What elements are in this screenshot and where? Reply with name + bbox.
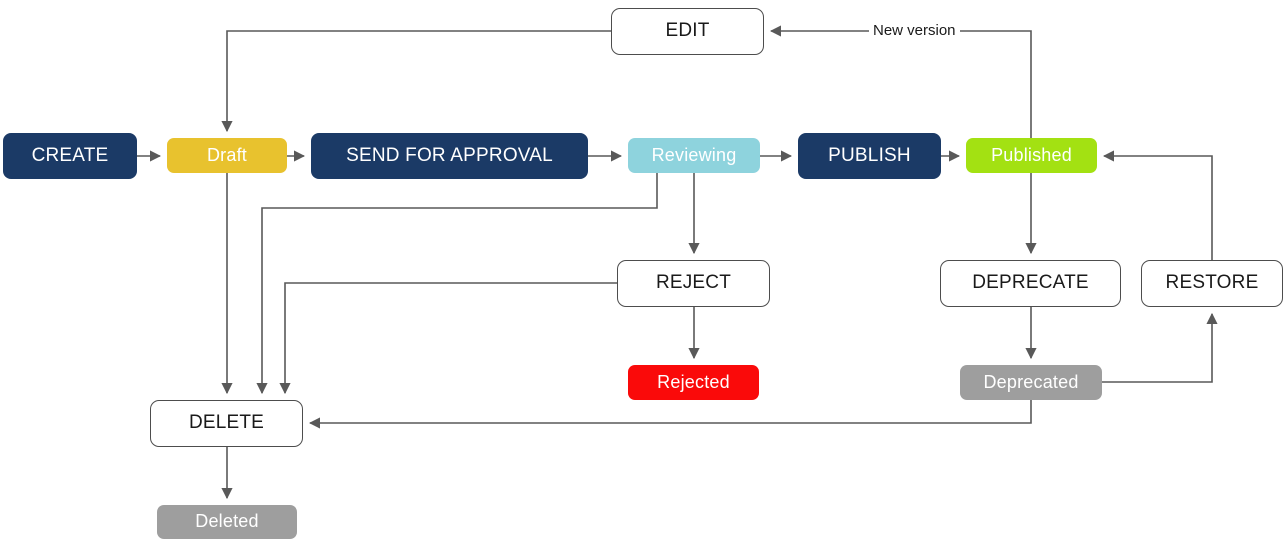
node-rejected-label: Rejected <box>657 371 730 392</box>
node-rejected[interactable]: Rejected <box>628 365 759 400</box>
edge-deprecated-to-restore <box>1102 312 1218 383</box>
node-published[interactable]: Published <box>966 138 1097 173</box>
node-draft[interactable]: Draft <box>167 138 287 173</box>
node-edit-label: EDIT <box>665 20 710 42</box>
node-deprecated[interactable]: Deprecated <box>960 365 1102 400</box>
node-draft-label: Draft <box>206 144 247 165</box>
node-deprecate-label: DEPRECATE <box>972 272 1089 294</box>
node-delete-label: DELETE <box>188 412 265 434</box>
node-restore[interactable]: RESTORE <box>1141 260 1283 307</box>
node-delete[interactable]: DELETE <box>150 400 303 447</box>
edge-reject-to-delete <box>279 282 617 395</box>
edge-edit-to-draft <box>221 30 611 133</box>
node-edit[interactable]: EDIT <box>611 8 764 55</box>
edge-deprecated-to-delete <box>308 400 1032 429</box>
node-reviewing-label: Reviewing <box>651 144 737 165</box>
node-deprecated-label: Deprecated <box>983 371 1079 392</box>
edge-restore-to-published <box>1102 150 1213 260</box>
node-reject[interactable]: REJECT <box>617 260 770 307</box>
node-create-label: CREATE <box>31 144 109 166</box>
node-send-for-approval[interactable]: SEND FOR APPROVAL <box>311 133 588 179</box>
node-send-for-approval-label: SEND FOR APPROVAL <box>346 144 553 166</box>
node-publish[interactable]: PUBLISH <box>798 133 941 179</box>
node-deleted-label: Deleted <box>195 511 259 532</box>
node-published-label: Published <box>991 144 1072 165</box>
edge-published-to-edit <box>769 25 1032 138</box>
node-restore-label: RESTORE <box>1165 272 1259 294</box>
node-publish-label: PUBLISH <box>828 144 911 166</box>
node-create[interactable]: CREATE <box>3 133 137 179</box>
edge-reviewing-to-delete <box>256 173 658 395</box>
edge-label-new-version-text: New version <box>873 22 956 39</box>
node-deprecate[interactable]: DEPRECATE <box>940 260 1121 307</box>
edge-label-new-version: New version <box>869 22 960 39</box>
node-reject-label: REJECT <box>655 272 732 294</box>
node-reviewing[interactable]: Reviewing <box>628 138 760 173</box>
node-deleted[interactable]: Deleted <box>157 505 297 539</box>
